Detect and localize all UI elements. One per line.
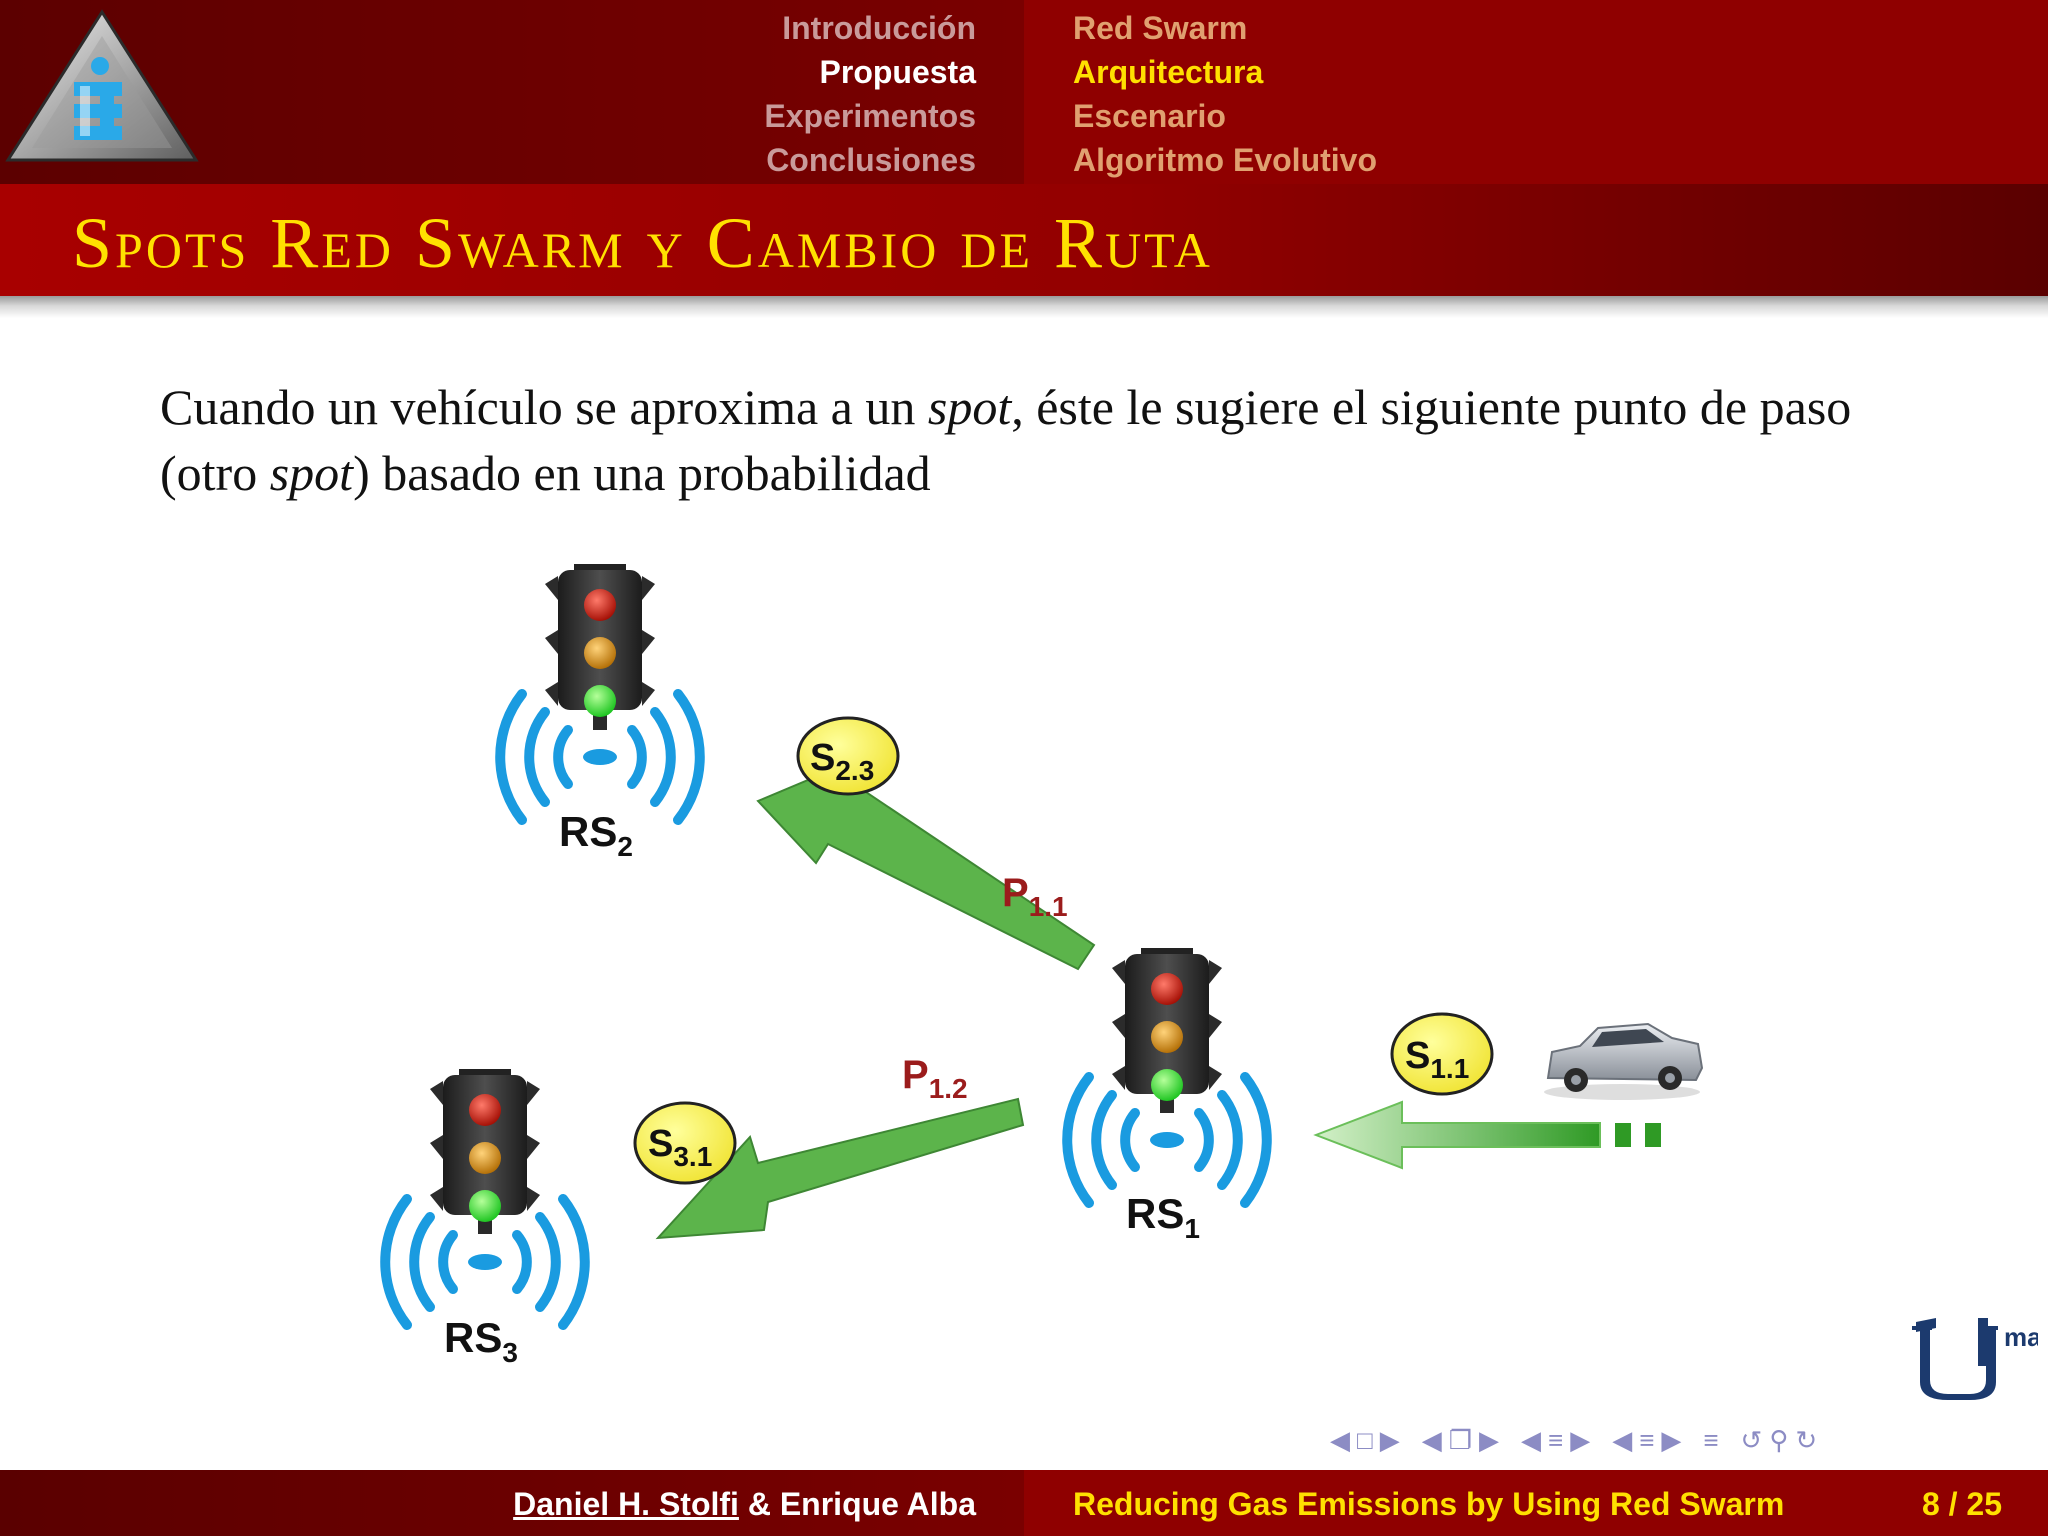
subsection-link-escenario[interactable]: Escenario <box>1073 98 1226 134</box>
svg-text:RS2: RS2 <box>559 808 633 862</box>
footer-author-separator: & <box>738 1486 780 1522</box>
frame-icon[interactable]: □ <box>1357 1425 1373 1455</box>
traffic-light-icon <box>430 1069 540 1234</box>
s11-subscript: 1.1 <box>1430 1053 1469 1084</box>
arrow-tail-dash <box>1615 1123 1631 1147</box>
footer-right-panel <box>1024 1470 2048 1536</box>
s23-label: S <box>810 737 835 779</box>
document-icon[interactable]: ≡ <box>1703 1425 1719 1455</box>
nav-prev-section-icon[interactable]: ◀ <box>1612 1425 1633 1455</box>
header: Introducción Propuesta Experimentos Conc… <box>0 0 2048 184</box>
nav-next-section-icon[interactable]: ▶ <box>1661 1425 1682 1455</box>
rs1-subscript: 1 <box>1184 1213 1200 1244</box>
section-link-experimentos[interactable]: Experimentos <box>764 98 976 134</box>
nav-prev-slide-icon[interactable]: ◀ <box>1421 1425 1442 1455</box>
uma-logo-icon: ma <box>1912 1318 2038 1400</box>
s23-subscript: 2.3 <box>835 755 874 786</box>
footer-author-1[interactable]: Daniel H. Stolfi <box>513 1486 739 1522</box>
wireless-signal-icon <box>1062 1072 1272 1208</box>
intro-text-1: Cuando un vehículo se aproxima a un <box>160 379 928 435</box>
section-link-introduccion[interactable]: Introducción <box>782 10 976 46</box>
triangle-logo-icon <box>5 9 199 162</box>
s31-label: S <box>648 1123 673 1165</box>
badge-s3-1: S3.1 <box>633 1101 737 1185</box>
nav-prev-subsection-icon[interactable]: ◀ <box>1521 1425 1542 1455</box>
label-p1-1: P1.1 <box>1002 871 1068 922</box>
s11-label: S <box>1405 1035 1430 1077</box>
nav-next-slide-icon[interactable]: ▶ <box>1479 1425 1500 1455</box>
intro-em-spot-1: spot <box>927 379 1012 435</box>
intro-text-3: ) basado en una probabilidad <box>353 445 931 501</box>
svg-text:RS3: RS3 <box>444 1314 518 1368</box>
subsection-icon[interactable]: ≡ <box>1548 1425 1564 1455</box>
intro-em-spot-2: spot <box>269 445 354 501</box>
footer-left-panel <box>0 1470 1024 1536</box>
header-right-panel <box>1024 0 2048 184</box>
redo-icon[interactable]: ↻ <box>1795 1425 1818 1455</box>
p12-label: P <box>902 1053 929 1097</box>
subsection-link-algoritmo-evolutivo[interactable]: Algoritmo Evolutivo <box>1073 142 1377 178</box>
intro-text-2: , éste le sugiere el siguiente punto de … <box>160 379 1852 501</box>
nav-next-frame-icon[interactable]: ▶ <box>1379 1425 1400 1455</box>
footer-page-number: 8 / 25 <box>1921 1486 2002 1522</box>
section-link-propuesta[interactable]: Propuesta <box>819 54 976 90</box>
nav-next-subsection-icon[interactable]: ▶ <box>1570 1425 1591 1455</box>
spot-rs1: RS1 <box>1062 948 1272 1244</box>
section-link-conclusiones[interactable]: Conclusiones <box>766 142 976 178</box>
rs2-label: RS <box>559 808 617 855</box>
svg-text:S2.3: S2.3 <box>810 737 874 786</box>
section-nav: Introducción Propuesta Experimentos Conc… <box>764 6 976 182</box>
p11-label: P <box>1002 871 1029 915</box>
rs1-label: RS <box>1126 1190 1184 1237</box>
traffic-light-icon <box>545 564 655 730</box>
label-p1-2: P1.2 <box>902 1053 968 1104</box>
badge-s1-1: S1.1 <box>1390 1012 1494 1096</box>
search-icon[interactable]: ⚲ <box>1769 1425 1789 1455</box>
nav-prev-frame-icon[interactable]: ◀ <box>1330 1425 1350 1455</box>
red-swarm-diagram: RS2 RS1 <box>380 564 1704 1368</box>
slide-title: Spots Red Swarm y Cambio de Ruta <box>72 203 1213 283</box>
wireless-signal-icon <box>380 1194 590 1330</box>
traffic-light-icon <box>1112 948 1222 1113</box>
rs2-subscript: 2 <box>617 831 633 862</box>
undo-icon[interactable]: ↺ <box>1740 1425 1763 1455</box>
arrow-tail-dash <box>1645 1123 1661 1147</box>
footer-authors: Daniel H. Stolfi & Enrique Alba <box>513 1484 976 1524</box>
s31-subscript: 3.1 <box>673 1141 712 1172</box>
rs3-subscript: 3 <box>502 1337 518 1368</box>
section-icon[interactable]: ≡ <box>1639 1425 1655 1455</box>
subsection-nav: Red Swarm Arquitectura Escenario Algorit… <box>1073 6 1377 182</box>
slide-stack-icon[interactable]: ❐ <box>1448 1425 1473 1455</box>
arrow-car-to-rs1 <box>1313 1100 1601 1170</box>
spot-rs2: RS2 <box>495 564 705 862</box>
subsection-link-red-swarm[interactable]: Red Swarm <box>1073 10 1248 46</box>
p12-subscript: 1.2 <box>929 1073 968 1104</box>
spot-rs3: RS3 <box>380 1069 590 1368</box>
svg-text:S1.1: S1.1 <box>1405 1035 1469 1084</box>
badge-s2-3: S2.3 <box>796 716 900 796</box>
arrow-rs1-to-rs3 <box>655 1097 1025 1240</box>
arrow-rs1-to-rs2 <box>756 756 1096 971</box>
intro-paragraph: Cuando un vehículo se aproxima a un spot… <box>160 374 1920 506</box>
title-bar <box>0 184 2048 296</box>
svg-text:ma: ma <box>2004 1322 2038 1352</box>
footer-talk-title: Reducing Gas Emissions by Using Red Swar… <box>1073 1486 1785 1522</box>
subsection-link-arquitectura[interactable]: Arquitectura <box>1073 54 1264 90</box>
p11-subscript: 1.1 <box>1029 891 1068 922</box>
svg-text:S3.1: S3.1 <box>648 1123 712 1172</box>
rs3-label: RS <box>444 1314 502 1361</box>
svg-text:RS1: RS1 <box>1126 1190 1200 1244</box>
footer-author-2: Enrique Alba <box>779 1486 976 1522</box>
title-shadow <box>0 296 2048 318</box>
car-icon <box>1544 1022 1704 1100</box>
wireless-signal-icon <box>495 689 705 825</box>
beamer-navigation: ◀□▶◀❐▶◀≡▶◀≡▶≡↺⚲↻ <box>1330 1422 2030 1458</box>
